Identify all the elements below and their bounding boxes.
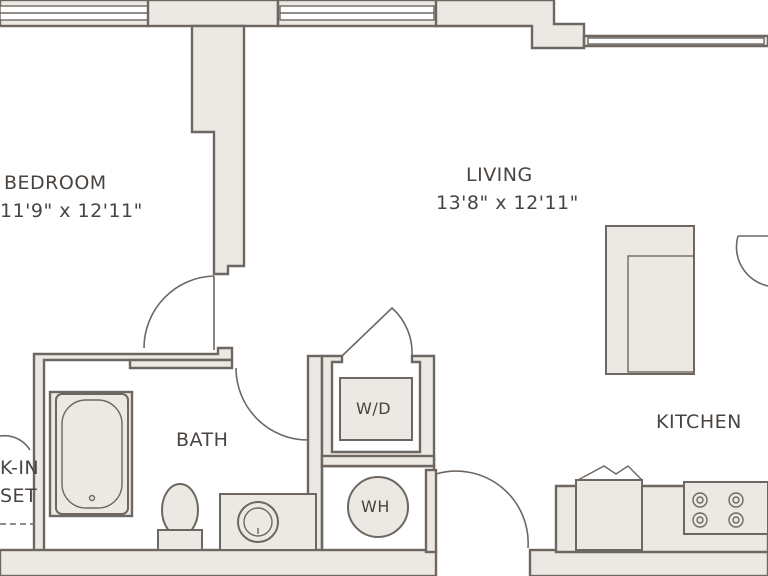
toilet xyxy=(161,483,199,537)
bedroom-label: BEDROOM xyxy=(4,172,107,194)
water-heater xyxy=(347,476,409,538)
top-wall-right xyxy=(434,0,586,50)
living-dims: 13'8" x 12'11" xyxy=(436,192,579,214)
closet-label-2: SET xyxy=(0,485,38,507)
closet-door xyxy=(0,434,31,451)
kitchen-door xyxy=(735,235,768,287)
closet-label-1: K-IN xyxy=(0,457,40,479)
fridge-door xyxy=(577,465,643,481)
wd-label: W/D xyxy=(356,399,392,418)
bottom-wall-right xyxy=(528,548,768,576)
window-kitchen xyxy=(587,37,765,45)
top-wall-mid xyxy=(146,0,280,28)
bedroom-dims: 11'9" x 12'11" xyxy=(0,200,143,222)
wd-door xyxy=(341,306,413,357)
kitchen-label: KITCHEN xyxy=(656,411,742,433)
living-label: LIVING xyxy=(466,164,533,186)
kitchen-island xyxy=(605,225,695,375)
washer-dryer xyxy=(339,377,413,441)
fridge xyxy=(575,479,643,551)
wh-closet-frame xyxy=(320,454,436,468)
entry-door xyxy=(435,470,529,549)
bath-east-wall xyxy=(128,358,234,370)
wh-label: WH xyxy=(361,497,390,516)
stove xyxy=(683,481,768,535)
bathtub xyxy=(55,393,129,515)
bath-door xyxy=(235,367,309,441)
entry-wall-left xyxy=(424,468,438,554)
bottom-wall-left xyxy=(0,548,438,576)
bath-label: BATH xyxy=(176,429,229,451)
bedroom-living-wall xyxy=(190,24,246,276)
bedroom-door xyxy=(143,275,215,349)
